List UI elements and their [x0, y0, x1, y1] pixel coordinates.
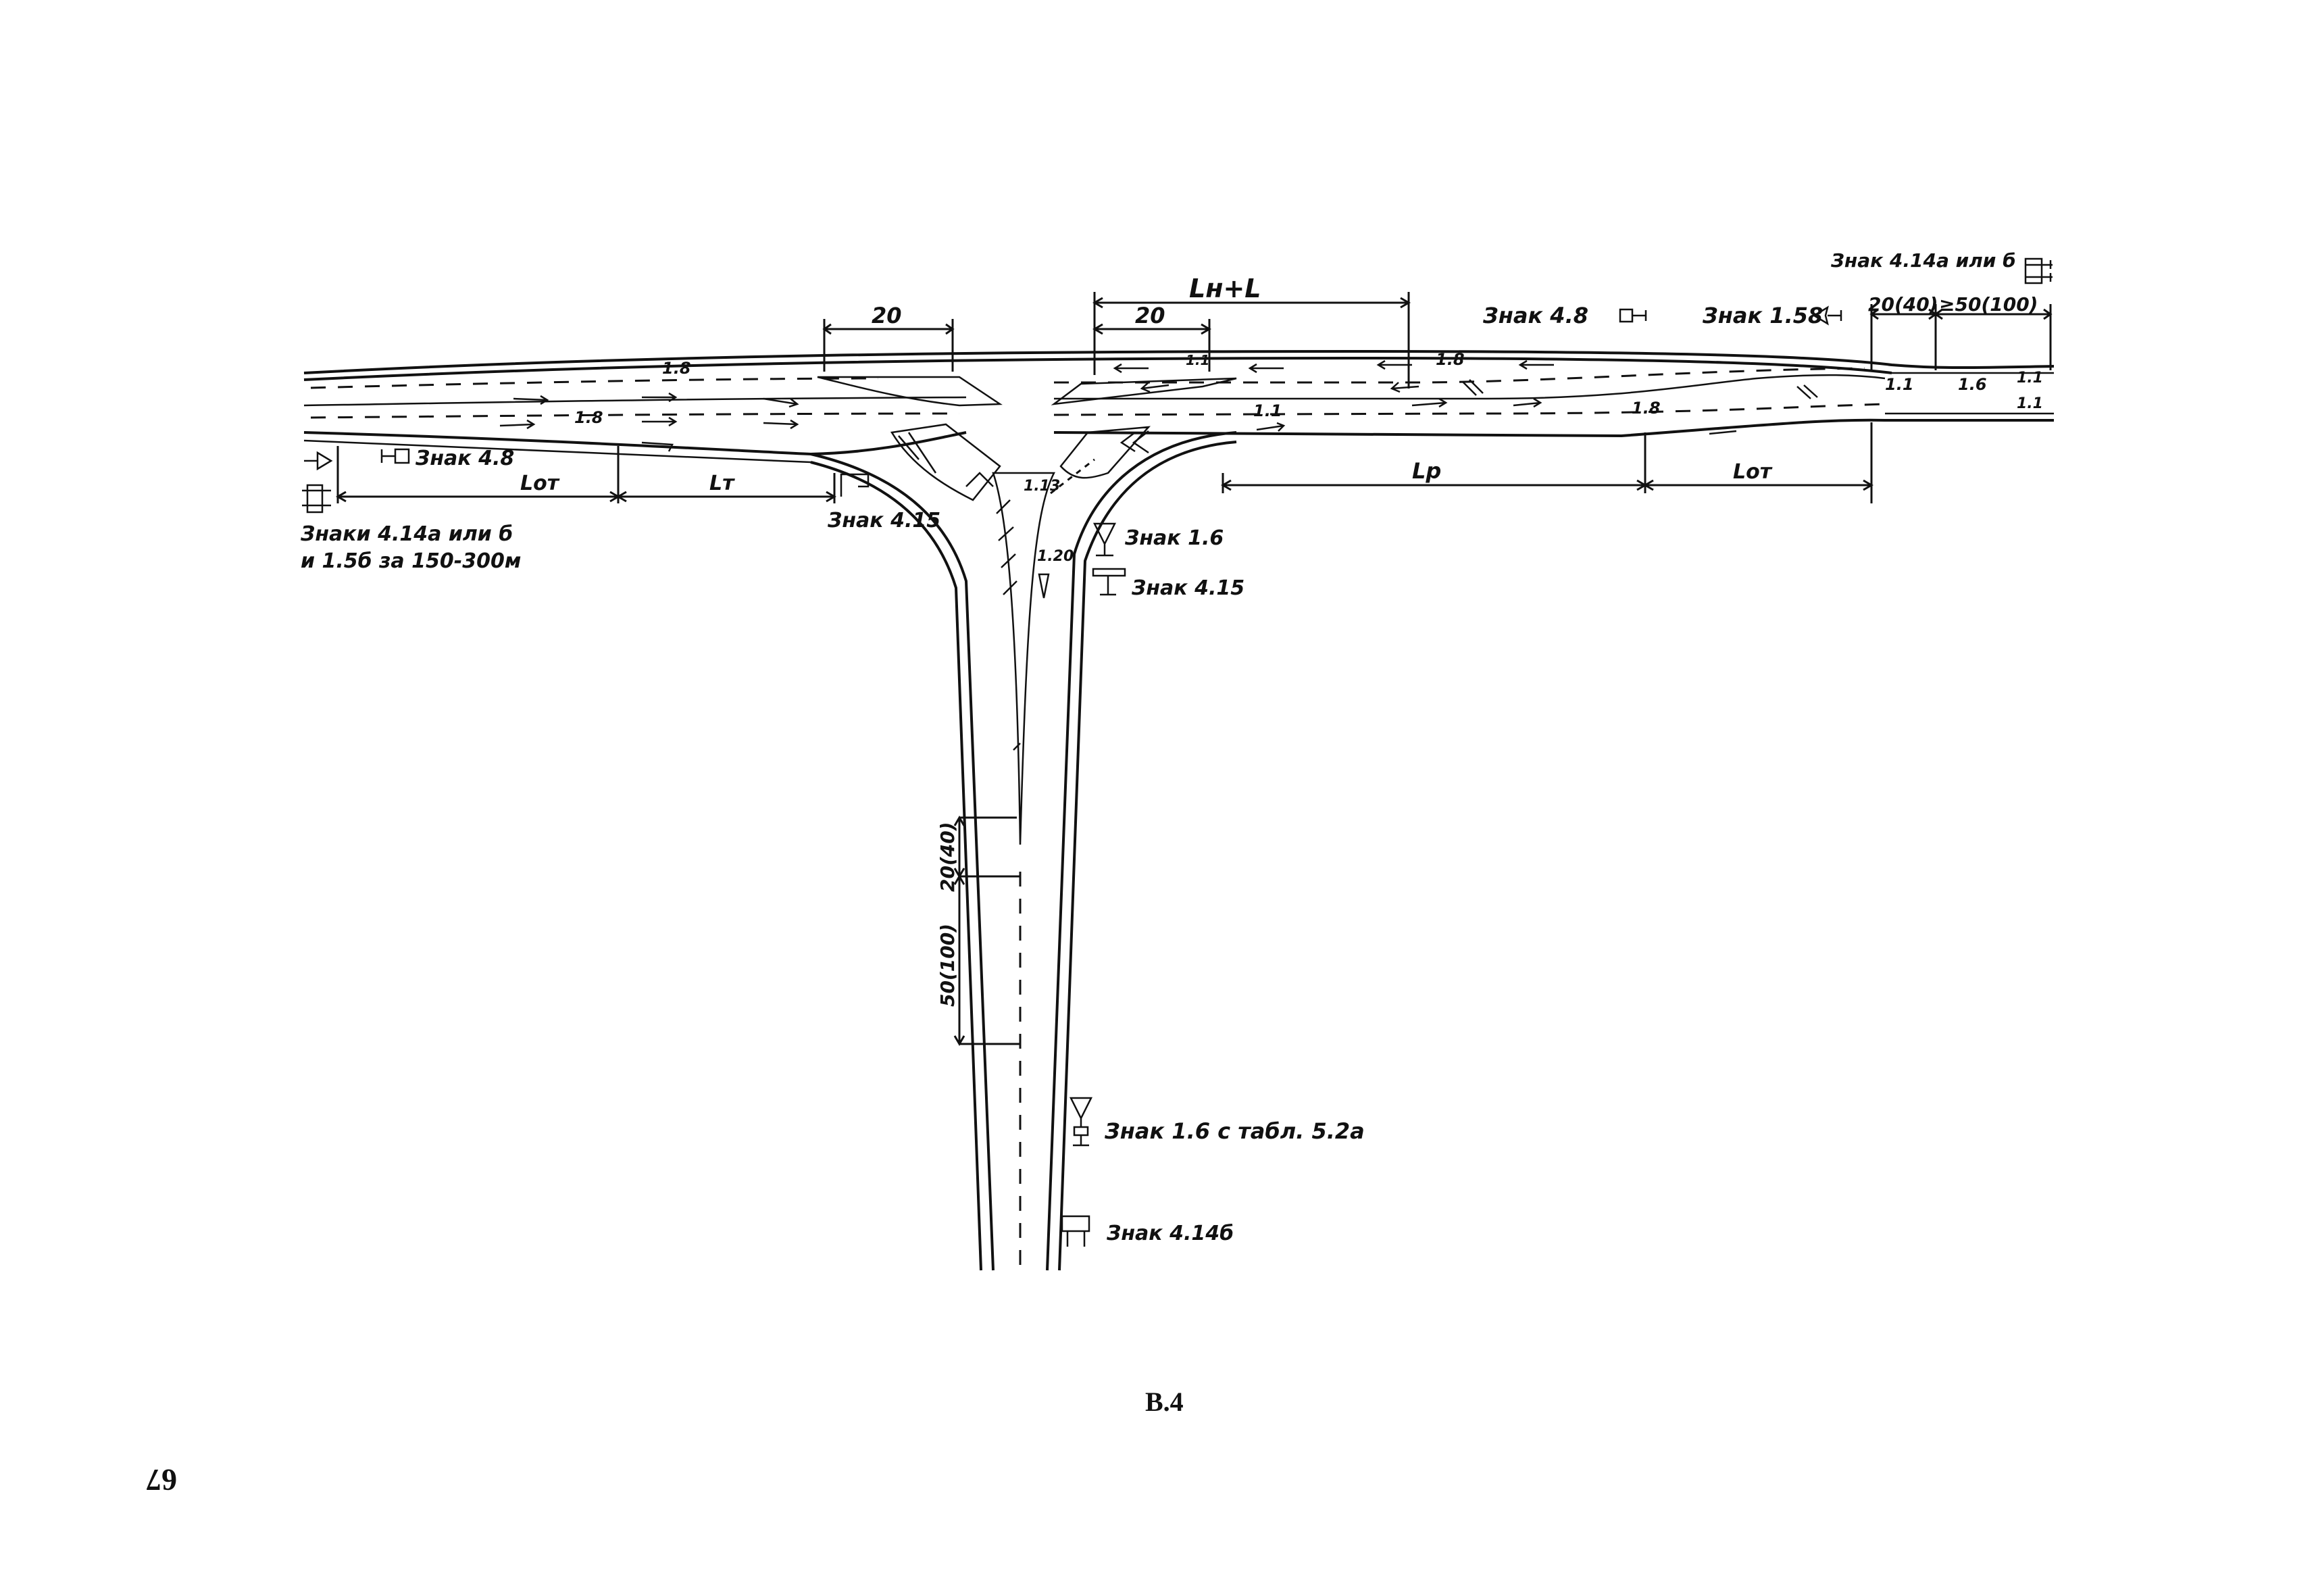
sign-415-right-icon — [1092, 568, 1126, 596]
side-road-median-island — [992, 472, 1056, 845]
right-corner-hatch — [1120, 430, 1149, 454]
dim-l-t-label: Lт — [709, 472, 735, 495]
figure-caption: В.4 — [1145, 1387, 1184, 1417]
dim-l-ot-right-label: Lот — [1733, 460, 1773, 484]
dashed-line-lower — [310, 412, 960, 419]
sign-16-tabl-label: Знак 1.6 с табл. 5.2а — [1104, 1118, 1365, 1144]
marking-18-c: 1.8 — [1436, 350, 1465, 369]
side-road-right-inner — [1058, 441, 1237, 1271]
sign-158-icon — [1812, 305, 1842, 326]
sign-48-top-icon — [1619, 308, 1647, 323]
right-turn-lane-island — [1051, 377, 1237, 405]
sign-415-left-icon — [840, 473, 870, 497]
dim-ln-l-label: Lн+L — [1189, 274, 1261, 303]
marking-18-a: 1.8 — [662, 359, 691, 378]
sign-48-top-label: Знак 4.8 — [1482, 303, 1588, 328]
dashed-line-right-lower — [1053, 403, 1886, 416]
left-turn-lane-island — [817, 376, 1003, 407]
dim-20-left-label: 20 — [872, 303, 902, 328]
dim-top-right-line — [1869, 304, 2053, 370]
main-road-top-edge-inner — [303, 356, 1892, 381]
marking-113: 1.13 — [1024, 478, 1060, 495]
marking-18-d: 1.8 — [1632, 399, 1661, 418]
marking-11-d: 1.1 — [2017, 370, 2043, 386]
dim-20-40-top-label: 20(40) — [1868, 293, 1938, 316]
dashed-line-upper — [310, 377, 879, 389]
main-road-median-left — [303, 396, 967, 407]
sign-414b-label: Знак 4.14б — [1106, 1222, 1234, 1245]
dim-right-bottom-line — [1221, 422, 1873, 503]
dim-20-40-vertical-label: 20(40) — [936, 822, 959, 892]
signs-414-left-icon — [302, 451, 333, 514]
right-transition-hatch — [1462, 379, 1818, 399]
lane-arrows — [499, 359, 1737, 452]
signs-414-left-label-2: и 1.5б за 150-300м — [301, 549, 521, 573]
marking-120: 1.20 — [1037, 548, 1074, 565]
dim-ln-l-line — [1092, 292, 1411, 389]
dim-l-p-label: Lр — [1412, 458, 1441, 484]
sign-48-left-icon — [380, 448, 410, 464]
sign-16-icon — [1092, 522, 1117, 557]
right-extension-lines — [1885, 372, 2054, 415]
marking-11-b: 1.1 — [1253, 401, 1282, 420]
dim-l-ot-left-label: Lот — [520, 472, 560, 495]
dim-20-mid-line — [1092, 319, 1211, 372]
main-road-bottom-edge-inner — [303, 439, 811, 464]
main-road-bottom-edge — [303, 418, 2054, 456]
sign-16-label: Знак 1.6 — [1124, 526, 1224, 550]
sign-414-top-icon — [2024, 257, 2053, 284]
sign-415-left-label: Знак 4.15 — [827, 509, 940, 532]
main-road-top-edge — [303, 349, 2055, 374]
median-hatching — [996, 499, 1021, 751]
dim-20-mid-label: 20 — [1135, 303, 1165, 328]
left-corner-island — [890, 423, 1001, 501]
sign-16-tabl-icon — [1069, 1097, 1093, 1147]
dim-20-left-line — [822, 319, 955, 372]
marking-11-c: 1.1 — [1885, 375, 1914, 394]
sign-415-right-label: Знак 4.15 — [1131, 576, 1244, 600]
marking-16: 1.6 — [1958, 375, 1987, 394]
sign-158-label: Знак 1.58 — [1702, 303, 1823, 328]
left-corner-hatch — [898, 432, 994, 487]
marking-11-e: 1.1 — [2017, 395, 2043, 412]
sign-414b-icon — [1061, 1215, 1090, 1247]
yield-line-teeth — [1050, 458, 1095, 495]
sign-48-left-label: Знак 4.8 — [415, 447, 514, 470]
side-road-left-inner — [810, 461, 982, 1271]
sign-414-top-label: Знак 4.14а или б — [1830, 249, 2016, 272]
dim-50-100-vertical-label: 50(100) — [936, 924, 959, 1007]
main-road-median-right — [1054, 374, 1886, 400]
dim-vertical-line — [953, 816, 1020, 1046]
side-road-left-outer — [810, 453, 995, 1271]
marking-18-b: 1.8 — [574, 408, 603, 427]
page-number: 67 — [146, 1463, 177, 1497]
marking-120-triangle — [1038, 573, 1050, 599]
marking-11-a: 1.1 — [1186, 352, 1209, 368]
side-road-right-outer — [1046, 431, 1237, 1271]
signs-414-left-label-1: Знаки 4.14а или б — [300, 522, 513, 546]
dim-50-100-top-label: ≥50(100) — [1939, 293, 2038, 316]
dim-left-bottom-line — [336, 446, 836, 503]
right-corner-island — [1059, 426, 1151, 479]
